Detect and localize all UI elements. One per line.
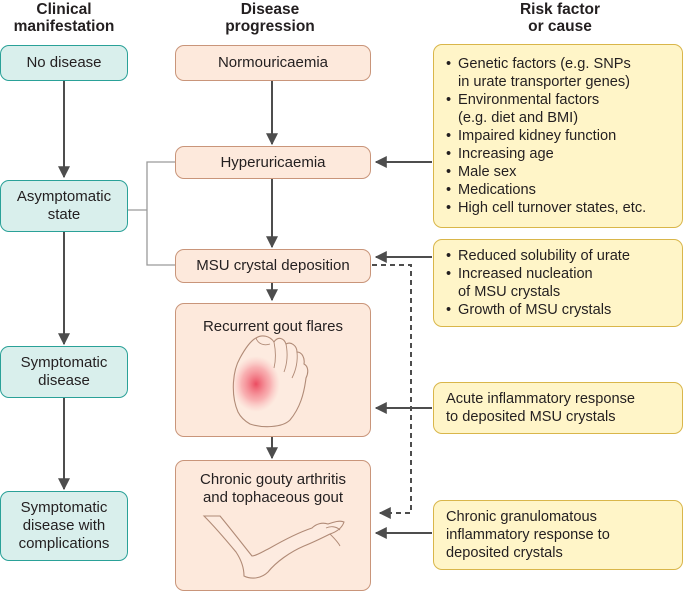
header-progression-line1: Disease — [240, 1, 300, 18]
clinical-asymptomatic: Asymptomatic state — [0, 180, 128, 232]
risk-factor-kidney: Impaired kidney function — [446, 127, 646, 145]
clinical-complications-line2: disease with — [22, 517, 106, 534]
header-risk-line2: or cause — [528, 18, 592, 35]
risk-chronic-cause: Chronic granulomatous inflammatory respo… — [433, 500, 683, 570]
risk-factor-genetic-cont: in urate transporter genes) — [458, 74, 630, 90]
risk-chronic-line1: Chronic granulomatous — [446, 509, 597, 525]
progression-hyperuricaemia: Hyperuricaemia — [175, 146, 371, 179]
clinical-symptomatic-line2: disease — [38, 372, 90, 389]
risk-flare-cause: Acute inflammatory response to deposited… — [433, 382, 683, 434]
risk-deposition-factors: Reduced solubility of urate Increased nu… — [433, 239, 683, 327]
clinical-complications: Symptomatic disease with complications — [0, 491, 128, 561]
risk-flare-line1: Acute inflammatory response — [446, 391, 635, 407]
risk-hyperuricaemia-factors: Genetic factors (e.g. SNPs in urate tran… — [433, 44, 683, 228]
progression-hyperuricaemia-label: Hyperuricaemia — [220, 153, 326, 171]
risk-hyperuricaemia-list: Genetic factors (e.g. SNPs in urate tran… — [446, 55, 646, 217]
progression-msu-deposition: MSU crystal deposition — [175, 249, 371, 283]
risk-factor-environmental: Environmental factors — [446, 91, 646, 109]
risk-deposition-list: Reduced solubility of urate Increased nu… — [446, 247, 630, 319]
risk-factor-nucleation: Increased nucleation — [446, 265, 630, 283]
clinical-asymptomatic-line2: state — [47, 206, 81, 223]
progression-normouricaemia-label: Normouricaemia — [217, 54, 329, 71]
risk-factor-sex: Male sex — [446, 163, 646, 181]
risk-factor-age: Increasing age — [446, 145, 646, 163]
risk-factor-medications: Medications — [446, 181, 646, 199]
clinical-asymptomatic-line1: Asymptomatic — [16, 188, 112, 205]
progression-normouricaemia: Normouricaemia — [175, 45, 371, 81]
progression-chronic-line2: and tophaceous gout — [202, 489, 344, 506]
risk-chronic-line2: inflammatory response to — [446, 527, 610, 543]
risk-chronic-line3: deposited crystals — [446, 545, 563, 561]
risk-factor-environmental-cont: (e.g. diet and BMI) — [458, 110, 579, 126]
clinical-symptomatic: Symptomatic disease — [0, 346, 128, 398]
header-progression-line2: progression — [225, 18, 315, 35]
bracket-asymptomatic — [146, 161, 175, 266]
clinical-no-disease-label: No disease — [26, 54, 102, 71]
header-risk-line1: Risk factor — [519, 1, 601, 18]
risk-factor-nucleation-cont: of MSU crystals — [458, 284, 561, 300]
dashed-msu-to-chronic — [372, 264, 412, 519]
header-progression: Disease progression — [195, 1, 345, 35]
clinical-no-disease: No disease — [0, 45, 128, 81]
header-clinical: Clinical manifestation — [0, 1, 128, 35]
clinical-complications-line1: Symptomatic — [20, 499, 108, 516]
clinical-symptomatic-line1: Symptomatic — [20, 354, 108, 371]
progression-chronic: Chronic gouty arthritis and tophaceous g… — [175, 460, 371, 591]
header-clinical-line2: manifestation — [13, 18, 115, 35]
risk-flare-line2: to deposited MSU crystals — [446, 409, 616, 425]
clinical-complications-line3: complications — [18, 535, 110, 552]
header-risk: Risk factor or cause — [480, 1, 640, 35]
header-clinical-line1: Clinical — [36, 1, 92, 18]
progression-chronic-line1: Chronic gouty arthritis — [200, 471, 346, 488]
progression-gout-flares-label: Recurrent gout flares — [202, 318, 344, 335]
risk-factor-growth: Growth of MSU crystals — [446, 301, 630, 319]
risk-factor-genetic: Genetic factors (e.g. SNPs — [446, 55, 646, 73]
risk-factor-cell-turnover: High cell turnover states, etc. — [446, 199, 646, 217]
risk-factor-solubility: Reduced solubility of urate — [446, 247, 630, 265]
progression-gout-flares: Recurrent gout flares — [175, 303, 371, 437]
progression-msu-deposition-label: MSU crystal deposition — [196, 257, 350, 274]
progression-chronic-label: Chronic gouty arthritis and tophaceous g… — [176, 471, 370, 507]
